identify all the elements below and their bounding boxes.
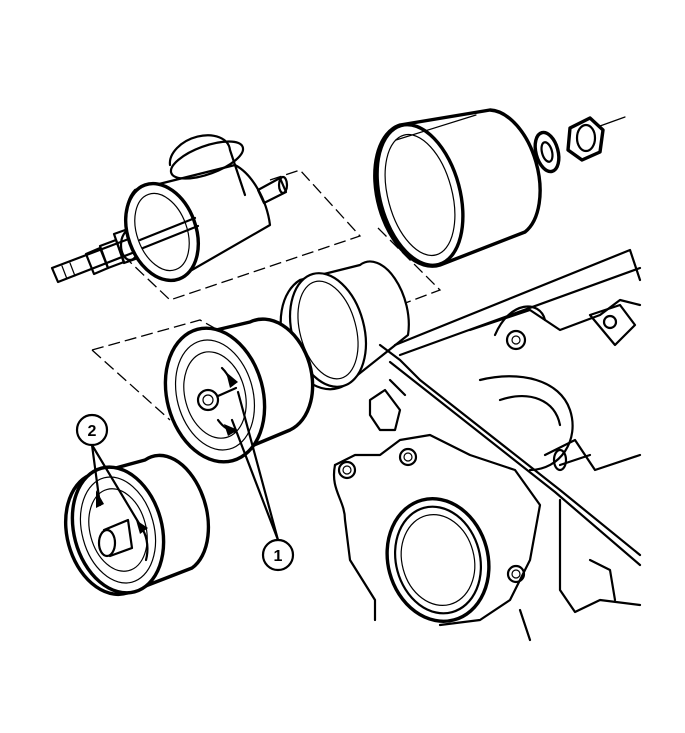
press-cup-icon	[373, 108, 542, 268]
callout-2-label: 2	[88, 423, 97, 440]
engine-block-icon	[332, 248, 642, 642]
callout-1-label: 1	[274, 548, 283, 565]
seal-installer-cup-icon	[163, 317, 315, 464]
callout-1: 1	[230, 390, 295, 572]
callout-2: 2	[75, 413, 142, 527]
puller-tool-icon	[50, 134, 289, 284]
washer-icon	[533, 130, 561, 174]
nut-icon	[566, 116, 626, 162]
bushing-new-icon	[63, 453, 211, 597]
